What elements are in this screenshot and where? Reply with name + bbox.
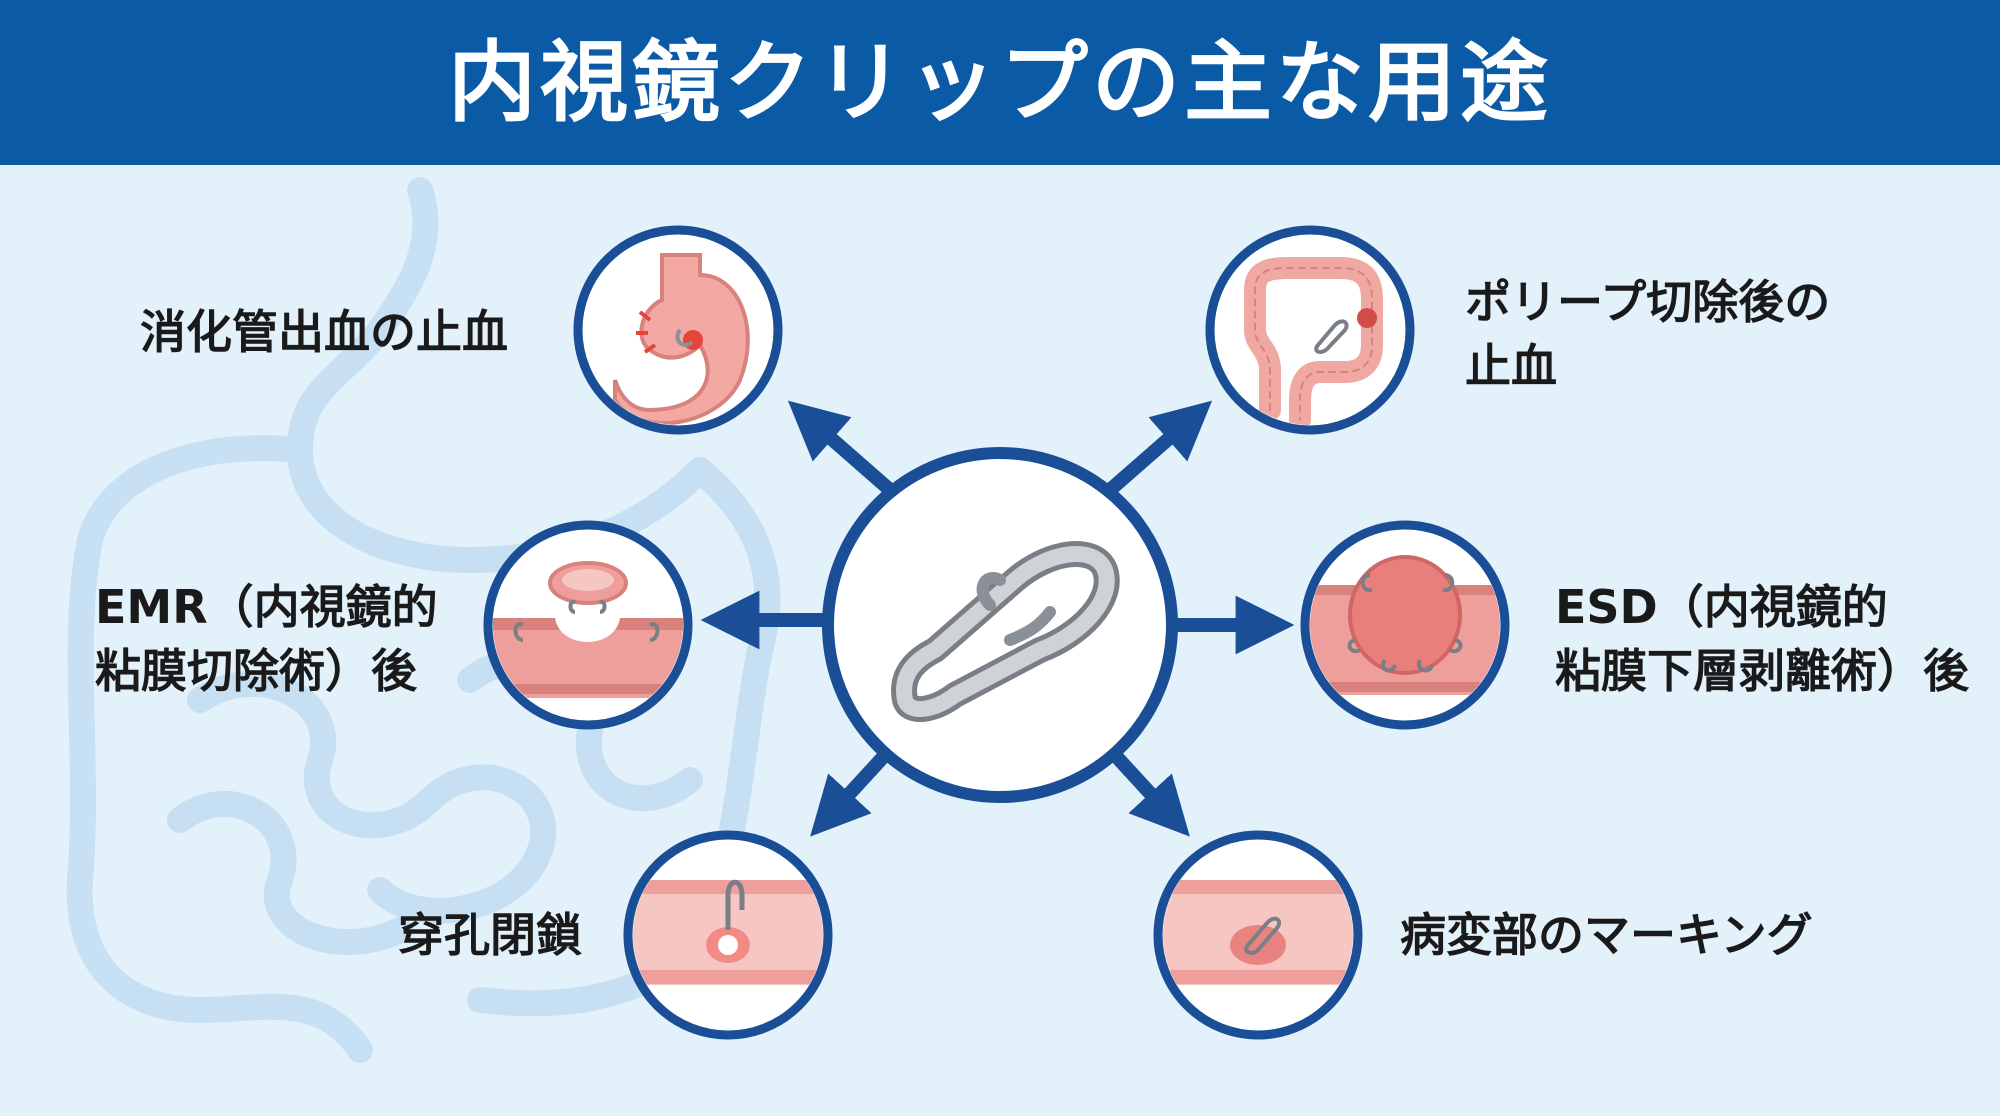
label-polyp: ポリープ切除後の 止血 xyxy=(1465,275,1831,393)
label-gi-bleeding: 消化管出血の止血 xyxy=(140,305,508,359)
page-title: 内視鏡クリップの主な用途 xyxy=(447,31,1552,134)
arrow-to-polyp xyxy=(1105,400,1213,496)
arrow-to-marking xyxy=(1109,750,1190,837)
label-emr: EMR（内視鏡的 粘膜切除術）後 xyxy=(95,580,438,698)
perforation-closure-clip-icon xyxy=(633,879,823,985)
arrow-to-gi-bleeding xyxy=(787,400,895,496)
use-emr-node xyxy=(483,520,693,730)
title-banner xyxy=(0,0,2000,165)
esd-mucosa-clips-icon xyxy=(1310,555,1500,695)
use-marking-node xyxy=(1153,830,1363,1040)
clip-uses-diagram xyxy=(483,225,1510,1040)
label-perforation: 穿孔閉鎖 xyxy=(398,908,582,962)
use-esd-node xyxy=(1300,520,1510,730)
arrows xyxy=(700,400,1295,837)
lesion-marking-clip-icon xyxy=(1163,880,1353,985)
endoscopic-clip-icon xyxy=(891,541,1120,723)
use-gi-bleeding-node xyxy=(573,225,783,435)
label-marking: 病変部のマーキング xyxy=(1400,908,1813,962)
label-esd: ESD（内視鏡的 粘膜下層剥離術）後 xyxy=(1555,580,1969,698)
stomach-bleeding-clip-icon xyxy=(613,253,750,425)
center-clip-hub xyxy=(822,447,1178,803)
use-polyp-node xyxy=(1205,225,1415,435)
arrow-to-perforation xyxy=(810,750,891,837)
colon-polyp-clip-icon xyxy=(1244,257,1383,425)
use-perforation-node xyxy=(623,830,833,1040)
emr-mucosa-clip-icon xyxy=(493,561,683,698)
